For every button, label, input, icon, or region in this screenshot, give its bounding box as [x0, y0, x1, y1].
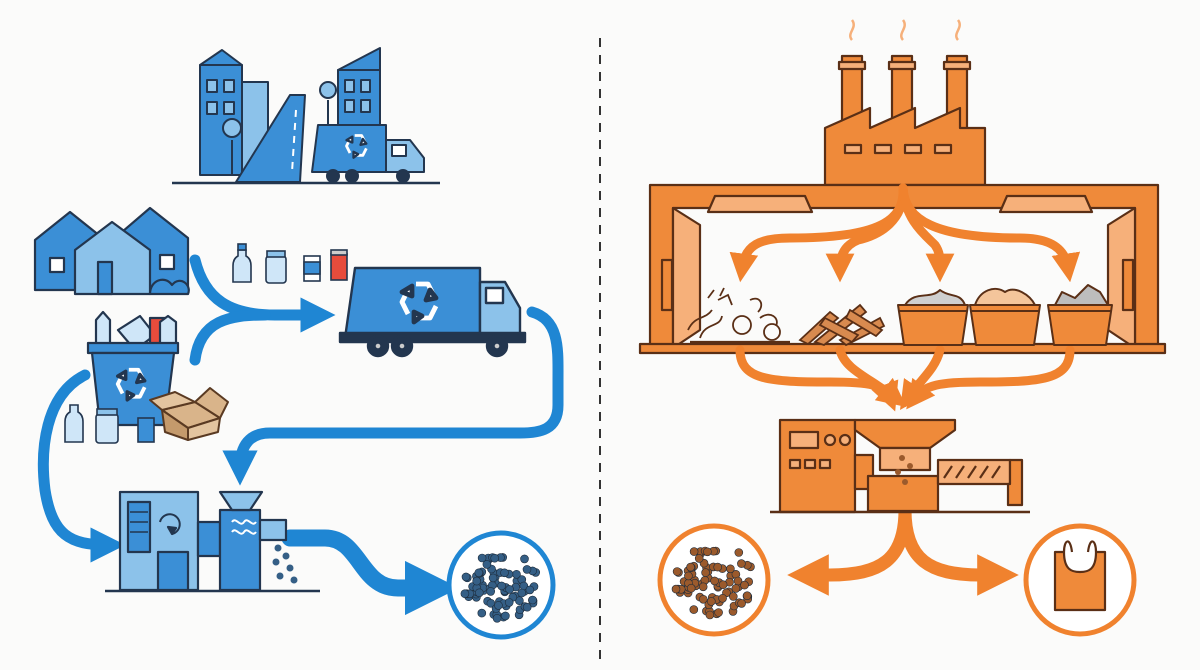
plastic-pellets-icon	[657, 523, 771, 637]
pellet	[504, 598, 514, 607]
pellet	[698, 582, 708, 592]
pellet	[501, 611, 510, 621]
pellet	[494, 601, 503, 610]
pellet	[714, 608, 723, 617]
merge-arrow-4	[906, 345, 1075, 410]
pellet	[520, 554, 529, 564]
pellet	[492, 613, 502, 623]
pellet	[505, 585, 514, 594]
industrial-scrap-icon	[687, 287, 790, 344]
pellet	[525, 585, 535, 595]
left-panel-flow-arrows	[37, 254, 564, 616]
pellet	[718, 593, 727, 603]
houses-to-truck-arrow	[189, 254, 336, 333]
output-to-pellets-arrow	[787, 503, 912, 596]
garbage-truck-icon	[311, 124, 425, 183]
houses-icon	[33, 206, 190, 296]
bin-to-machine-arrow	[37, 369, 126, 563]
pellet	[713, 562, 723, 572]
pellet	[477, 608, 487, 618]
pellet	[737, 599, 746, 608]
pellet	[500, 568, 509, 578]
pellet	[703, 547, 712, 557]
waste-bin-icon	[897, 284, 1113, 346]
pellet	[482, 560, 492, 569]
recycling-bin-icon	[86, 310, 180, 427]
cardboard-box-icon	[149, 387, 229, 441]
pellet	[472, 576, 482, 586]
loose-bottles-icon	[64, 404, 155, 444]
pellet-cluster	[671, 546, 755, 620]
falling-granules	[895, 455, 913, 485]
split-arrow-4	[898, 183, 1081, 283]
pellet	[689, 605, 699, 614]
pellet	[528, 595, 537, 605]
recycling-truck-icon	[338, 266, 527, 358]
pellet	[488, 573, 498, 583]
pellet	[671, 584, 681, 594]
pellet	[698, 594, 708, 604]
pellet	[517, 588, 527, 598]
pellet	[497, 581, 506, 591]
pellet	[718, 580, 728, 590]
pellet	[684, 571, 693, 581]
pellet	[461, 572, 471, 582]
pellet	[686, 562, 695, 572]
warehouse-interior	[638, 183, 1167, 355]
pellet	[728, 592, 738, 601]
machine-to-pellets-arrow	[281, 529, 460, 616]
pellet	[705, 610, 715, 620]
right-panel-flow-arrows	[729, 183, 1081, 596]
pellet	[731, 584, 741, 593]
pellet	[522, 602, 532, 612]
pellet	[460, 589, 470, 599]
bin-to-truck-arrow	[189, 309, 271, 366]
plastic-bag-icon	[1023, 523, 1137, 637]
pellet	[474, 588, 484, 598]
pellet	[742, 591, 752, 601]
pellet	[486, 587, 496, 596]
pellet-cluster	[460, 553, 541, 623]
factory-icon	[823, 19, 987, 187]
pellet	[710, 576, 719, 586]
pellet	[477, 553, 487, 563]
pellet	[522, 565, 532, 574]
output-to-bag-arrow	[898, 503, 1019, 596]
recycling-machine-icon	[105, 490, 320, 593]
metal-shavings-icon	[798, 303, 886, 347]
pellet	[701, 568, 710, 577]
pellet	[726, 564, 735, 574]
pellet	[512, 569, 521, 579]
pellet	[686, 583, 696, 593]
plastic-pellets-icon	[446, 530, 556, 640]
extruder-machine-icon	[770, 418, 1030, 514]
merge-arrow-2	[835, 345, 907, 407]
pellet	[515, 596, 524, 606]
pellet	[490, 553, 500, 563]
pellet	[737, 559, 746, 568]
pellet	[474, 568, 484, 578]
pellet	[694, 554, 704, 563]
pellet	[740, 580, 749, 590]
falling-pellets	[272, 544, 298, 584]
pellet	[734, 548, 744, 557]
pellet	[689, 547, 699, 556]
recyclables-icon	[232, 243, 348, 284]
split-arrow-2	[825, 183, 908, 283]
pellet	[672, 567, 682, 576]
truck-to-processing-arrow	[222, 306, 564, 486]
pellet	[706, 597, 716, 606]
